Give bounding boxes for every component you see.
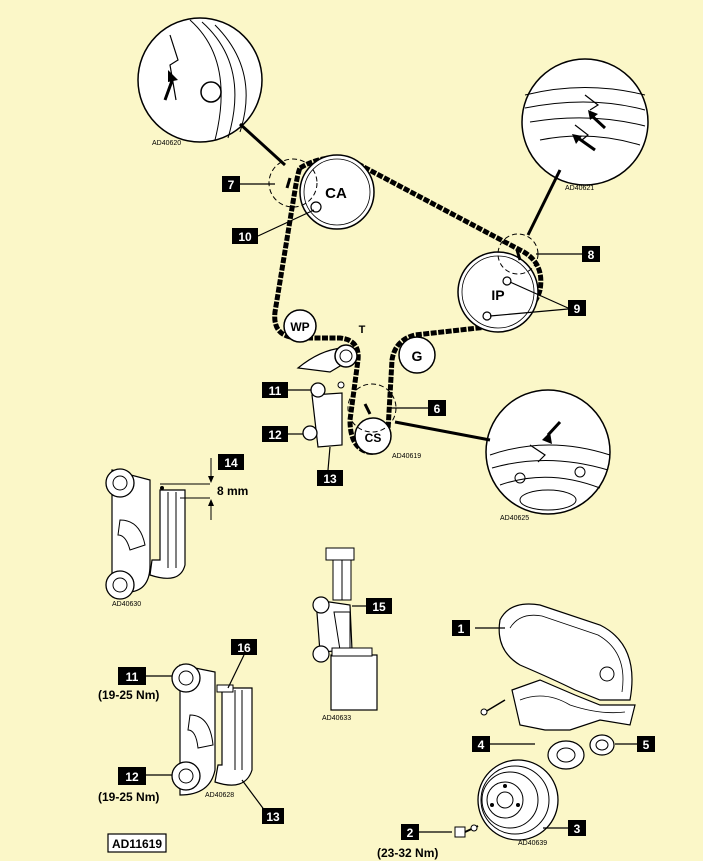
crankshaft-damper: AD40639 — [477, 759, 559, 847]
leader-line — [257, 209, 315, 237]
ref-code: AD40628 — [205, 792, 234, 799]
ref-code: AD40633 — [322, 715, 351, 722]
callout-9: 9 — [568, 300, 586, 316]
ref-code: AD40619 — [392, 453, 421, 460]
camshaft-pulley: CA — [299, 154, 375, 230]
svg-text:6: 6 — [434, 402, 441, 416]
svg-text:13: 13 — [266, 810, 280, 824]
svg-text:16: 16 — [237, 641, 251, 655]
callout-5: 5 — [637, 736, 655, 752]
callout-7: 7 — [222, 176, 240, 192]
callout-12: 12 — [262, 426, 288, 442]
figure-id: AD11619 — [112, 837, 162, 851]
svg-text:2: 2 — [407, 826, 414, 840]
leader-line — [489, 308, 569, 317]
svg-text:10: 10 — [238, 230, 252, 244]
callout-12-torque: 12 — [118, 767, 146, 785]
callout-3: 3 — [568, 820, 586, 836]
pulley-label-ca: CA — [325, 185, 347, 202]
svg-text:11: 11 — [126, 670, 139, 684]
tensioner-assembly: T — [296, 324, 366, 448]
svg-text:14: 14 — [224, 456, 238, 470]
svg-text:3: 3 — [574, 822, 581, 836]
callout-11: 11 — [262, 382, 288, 398]
torque-spec: (23-32 Nm) — [377, 846, 438, 860]
detail-circle — [268, 158, 318, 208]
callout-8: 8 — [582, 246, 600, 262]
callout-13: 13 — [317, 470, 343, 486]
dimension-label: 8 mm — [217, 484, 248, 498]
ref-code: AD40639 — [518, 840, 547, 847]
leader-line — [394, 420, 491, 442]
callout-14: 14 — [218, 454, 244, 470]
crankshaft-pulley: CS AD40619 — [354, 417, 421, 460]
svg-text:9: 9 — [574, 302, 581, 316]
svg-text:5: 5 — [643, 738, 650, 752]
torque-spec: (19-25 Nm) — [98, 790, 159, 804]
ref-code: AD40621 — [565, 185, 594, 192]
pulley-label-cs: CS — [365, 431, 382, 445]
detail-magnifier-cs: AD40625 — [485, 389, 611, 522]
timing-mark — [363, 403, 372, 415]
leader-line — [509, 281, 569, 309]
callout-13-detail: 13 — [262, 808, 284, 824]
callout-16: 16 — [231, 639, 257, 655]
callout-11-torque: 11 — [118, 667, 146, 685]
svg-text:15: 15 — [372, 600, 386, 614]
tensioner-detail-16: AD40628 — [171, 663, 253, 799]
figure-id-box: AD11619 — [107, 833, 167, 853]
detail-magnifier-ip: AD40621 — [521, 58, 649, 192]
callout-6: 6 — [428, 400, 446, 416]
detail-magnifier-cam: AD40620 — [137, 17, 263, 147]
svg-text:7: 7 — [228, 178, 235, 192]
ref-code: AD40620 — [152, 140, 181, 147]
svg-text:12: 12 — [125, 770, 139, 784]
callout-1: 1 — [452, 620, 470, 636]
leader-line — [238, 122, 287, 167]
timing-mark — [515, 249, 522, 261]
tensioner-detail-14: 8 mm AD40630 — [105, 458, 248, 608]
leader-line — [227, 654, 245, 689]
timing-cover-assembly — [480, 603, 636, 770]
callout-15: 15 — [366, 598, 392, 614]
svg-text:8: 8 — [588, 248, 595, 262]
pulley-label-wp: WP — [290, 320, 309, 334]
guide-pulley: G — [398, 336, 436, 374]
callout-10: 10 — [232, 228, 258, 244]
injection-pump-pulley: IP — [457, 251, 539, 333]
torque-spec: (19-25 Nm) — [98, 688, 159, 702]
svg-text:4: 4 — [478, 738, 485, 752]
pulley-label-ip: IP — [491, 287, 504, 303]
svg-text:13: 13 — [323, 472, 337, 486]
leader-line — [526, 169, 562, 236]
tensioner-label: T — [359, 324, 366, 336]
tensioner-detail-15: AD40633 — [312, 547, 378, 722]
ref-code: AD40630 — [112, 601, 141, 608]
crankshaft-bolt — [454, 824, 479, 838]
timing-mark — [285, 177, 292, 189]
ref-code: AD40625 — [500, 515, 529, 522]
pulley-label-g: G — [412, 348, 423, 364]
callout-2: 2 — [401, 824, 419, 840]
svg-text:1: 1 — [458, 622, 465, 636]
leader-line — [327, 446, 331, 471]
water-pump-pulley: WP — [283, 309, 317, 343]
svg-text:12: 12 — [268, 428, 282, 442]
svg-text:11: 11 — [269, 384, 282, 398]
callout-4: 4 — [472, 736, 490, 752]
